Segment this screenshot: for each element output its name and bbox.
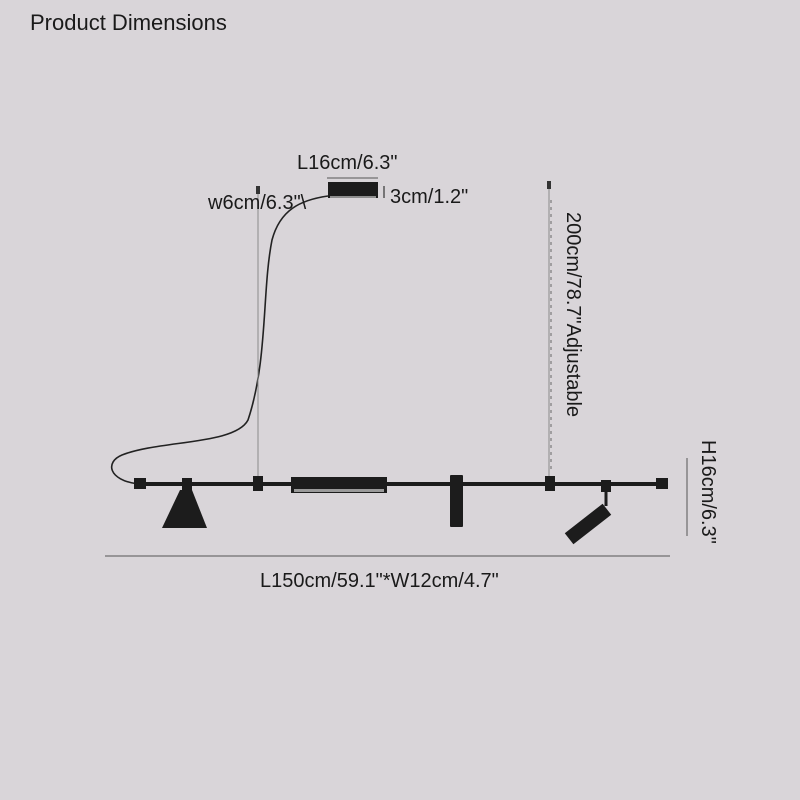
cone-mount [182, 478, 192, 490]
spot-mount [601, 480, 611, 492]
angled-spotlight [564, 503, 612, 545]
canopy-highlight [330, 196, 376, 198]
fixture-height-label: H16cm/6.3" [697, 440, 719, 544]
overall-size-label: L150cm/59.1"*W12cm/4.7" [260, 570, 499, 592]
canopy-length-label: L16cm/6.3" [297, 152, 398, 174]
page-title: Product Dimensions [30, 10, 227, 35]
wire-anchor-right [547, 181, 551, 189]
cone-shade [162, 490, 207, 528]
ceiling-canopy [328, 182, 378, 198]
rail-connector-right [545, 476, 555, 491]
power-cord [111, 195, 329, 485]
cylinder-spotlight [450, 475, 463, 527]
rail-end-cap-left [134, 478, 146, 489]
wire-anchor-left [256, 186, 260, 194]
linear-light-diffuser [294, 489, 384, 492]
rail-end-cap-right [656, 478, 668, 489]
rail-connector-left [253, 476, 263, 491]
main-rail [134, 482, 666, 486]
canopy-width-label: w6cm/6.3"\ [208, 192, 307, 214]
drop-length-label: 200cm/78.7"Adjustable [562, 212, 584, 418]
canopy-height-label: 3cm/1.2" [390, 186, 469, 208]
